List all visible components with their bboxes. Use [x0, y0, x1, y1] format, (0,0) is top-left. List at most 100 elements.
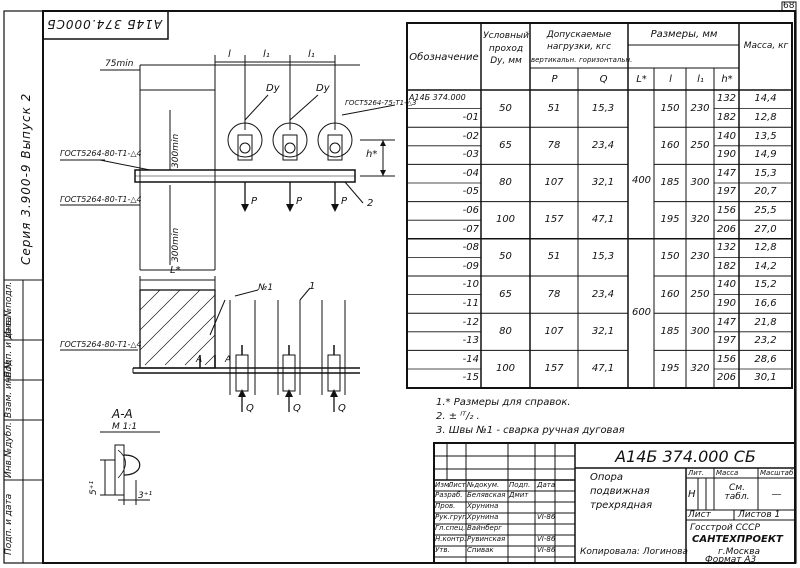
cell-h: 140 [716, 130, 737, 142]
cell-p: 78 [547, 288, 561, 300]
role-name: Рувинская [467, 535, 506, 543]
cell-h: 147 [716, 316, 737, 328]
tb-scale-val: — [771, 489, 782, 500]
cell-dy: 50 [499, 102, 512, 114]
cell-h: 156 [716, 353, 737, 365]
cell-l: 195 [660, 214, 680, 226]
cell-m: 15,2 [754, 279, 777, 291]
series-label: Серия 3.900-9 Выпуск 2 [19, 92, 33, 265]
title-name-2: подвижная [590, 486, 650, 497]
detail-dim-5: 5⁺¹ [89, 480, 99, 495]
stamp-inv-dubl: Инв.№дубл. [4, 422, 14, 478]
weld-note-right: ГОСТ5264-75-Т1-△3 [345, 99, 417, 107]
cell-l1: 230 [690, 102, 710, 114]
cell-h: 206 [716, 223, 737, 235]
cell-l1: 300 [690, 177, 710, 188]
cell-q: 23,4 [591, 139, 615, 151]
cell-q: 32,1 [591, 325, 615, 337]
cell-d: -02 [462, 130, 479, 142]
cell-h: 197 [716, 335, 737, 347]
cell-h: 140 [716, 279, 737, 291]
cell-d: -14 [462, 353, 479, 365]
th-loads: Допускаемые нагрузки, кгс [546, 30, 612, 52]
force-p-1: P [251, 196, 258, 207]
col-izm: Изм. [435, 481, 452, 489]
cell-m: 15,3 [754, 167, 777, 179]
cell-d: А14Б 374.000 [409, 93, 466, 103]
cut-a-right: А [225, 355, 232, 365]
cell-m: 28,6 [754, 353, 777, 365]
cell-l1: 320 [690, 363, 710, 374]
cell-p: 157 [544, 363, 564, 374]
cell-l1: 250 [690, 288, 710, 300]
force-p-3: P [341, 196, 348, 207]
role-role: Пров. [435, 502, 456, 510]
cell-d: -13 [462, 335, 479, 347]
role-date: VI-86 [537, 546, 556, 554]
force-q-2: Q [293, 403, 301, 414]
cell-d: -10 [462, 279, 479, 291]
dim-300min-bottom: 300min [171, 227, 181, 262]
cell-m: 14,4 [754, 93, 777, 105]
cell-m: 14,2 [754, 260, 777, 272]
note-1: 1.* Размеры для справок. [436, 397, 571, 408]
format-label: Формат А3 [705, 555, 757, 565]
cell-l: 185 [660, 177, 680, 188]
role-role: Гл.спец. [435, 524, 466, 532]
tb-mass-val: См. табл. [724, 483, 750, 502]
role-role: Утв. [435, 546, 450, 554]
cell-l: 185 [660, 325, 680, 337]
cell-d: -06 [462, 204, 479, 216]
cell-p: 78 [547, 139, 561, 151]
cell-d: -09 [462, 260, 479, 272]
cell-m: 20,7 [754, 186, 777, 198]
th-designation: Обозначение [409, 52, 479, 63]
cell-q: 32,1 [591, 177, 615, 188]
force-q-1: Q [246, 403, 254, 414]
cell-d: -07 [462, 223, 479, 235]
note-2: 2. ± ᴵᵀ/₂ . [436, 411, 480, 422]
weld-number-label: №1 [258, 283, 274, 293]
tb-lit: Лит. [688, 469, 705, 477]
tb-org-2: САНТЕХПРОЕКТ [692, 534, 783, 545]
tb-sheets: Листов 1 [738, 510, 781, 520]
force-p-2: P [296, 196, 303, 207]
role-date: VI-86 [537, 535, 556, 543]
role-date: VI-86 [537, 513, 556, 521]
cell-m: 27,0 [754, 223, 777, 235]
cell-l1: 300 [690, 325, 710, 337]
cell-q: 15,3 [591, 251, 615, 263]
dim-L-star: L* [170, 265, 181, 276]
detail-title: А-А [112, 407, 133, 421]
cell-m: 13,5 [754, 130, 777, 142]
dim-l: l [228, 49, 231, 60]
cell-q: 47,1 [591, 214, 615, 226]
col-date: Дата [537, 481, 556, 489]
cell-h: 132 [716, 93, 737, 105]
cut-a-left: А [196, 355, 203, 365]
stamp-vzam-inv: Взам. инв.№ [4, 359, 14, 418]
cell-l: 150 [660, 251, 680, 263]
cell-h: 147 [716, 167, 737, 179]
th-passage: Условный проход Dу, мм [483, 31, 529, 67]
th-l1: l₁ [697, 74, 704, 85]
cell-dy: 100 [495, 363, 516, 374]
th-mass: Масса, кг [743, 41, 789, 51]
col-doc: №докум. [467, 481, 500, 489]
sheet-number: 68 [783, 1, 795, 11]
th-h: h* [721, 74, 733, 85]
cell-p: 107 [544, 325, 564, 337]
tb-mass: Масса [716, 469, 739, 477]
cell-m: 25,5 [754, 204, 777, 216]
cell-dy: 80 [499, 177, 512, 188]
cell-L-400: 400 [631, 175, 652, 186]
dim-75min: 75min [105, 59, 134, 69]
cell-m: 21,8 [754, 316, 777, 328]
cell-d: -11 [462, 297, 479, 309]
cell-d: -03 [462, 149, 479, 161]
cell-L-600: 600 [631, 307, 652, 318]
cell-m: 16,6 [754, 297, 777, 309]
tb-scale: Масштаб [760, 469, 794, 477]
dim-300min-top: 300min [171, 133, 181, 168]
